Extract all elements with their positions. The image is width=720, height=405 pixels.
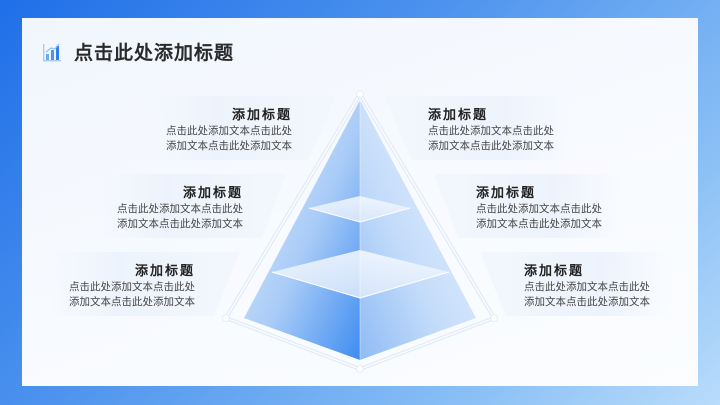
card-heading: 添加标题	[231, 108, 292, 123]
card-body: 点击此处添加文本点击此处添加文本点击此处添加文本	[166, 125, 292, 152]
card-body: 点击此处添加文本点击此处添加文本点击此处添加文本	[428, 125, 554, 152]
card-right-3[interactable]: 添加标题 点击此处添加文本点击此处添加文本点击此处添加文本	[524, 258, 714, 318]
card-right-1[interactable]: 添加标题 点击此处添加文本点击此处添加文本点击此处添加文本	[428, 102, 618, 162]
page-title: 点击此处添加标题	[74, 42, 235, 64]
card-heading: 添加标题	[182, 186, 243, 201]
card-left-1[interactable]: 添加标题 点击此处添加文本点击此处添加文本点击此处添加文本	[102, 102, 292, 162]
card-left-2[interactable]: 添加标题 点击此处添加文本点击此处添加文本点击此处添加文本	[53, 180, 243, 240]
title-row: 点击此处添加标题	[42, 38, 234, 65]
card-body: 点击此处添加文本点击此处添加文本点击此处添加文本	[69, 281, 195, 308]
card-heading: 添加标题	[428, 108, 489, 123]
card-body: 点击此处添加文本点击此处添加文本点击此处添加文本	[117, 203, 243, 230]
card-heading: 添加标题	[524, 264, 585, 279]
card-heading: 添加标题	[134, 264, 195, 279]
card-body: 点击此处添加文本点击此处添加文本点击此处添加文本	[476, 203, 602, 230]
card-right-2[interactable]: 添加标题 点击此处添加文本点击此处添加文本点击此处添加文本	[476, 180, 666, 240]
card-heading: 添加标题	[476, 186, 537, 201]
card-body: 点击此处添加文本点击此处添加文本点击此处添加文本	[524, 281, 650, 308]
card-left-3[interactable]: 添加标题 点击此处添加文本点击此处添加文本点击此处添加文本	[5, 258, 195, 318]
bar-chart-icon	[43, 43, 61, 61]
